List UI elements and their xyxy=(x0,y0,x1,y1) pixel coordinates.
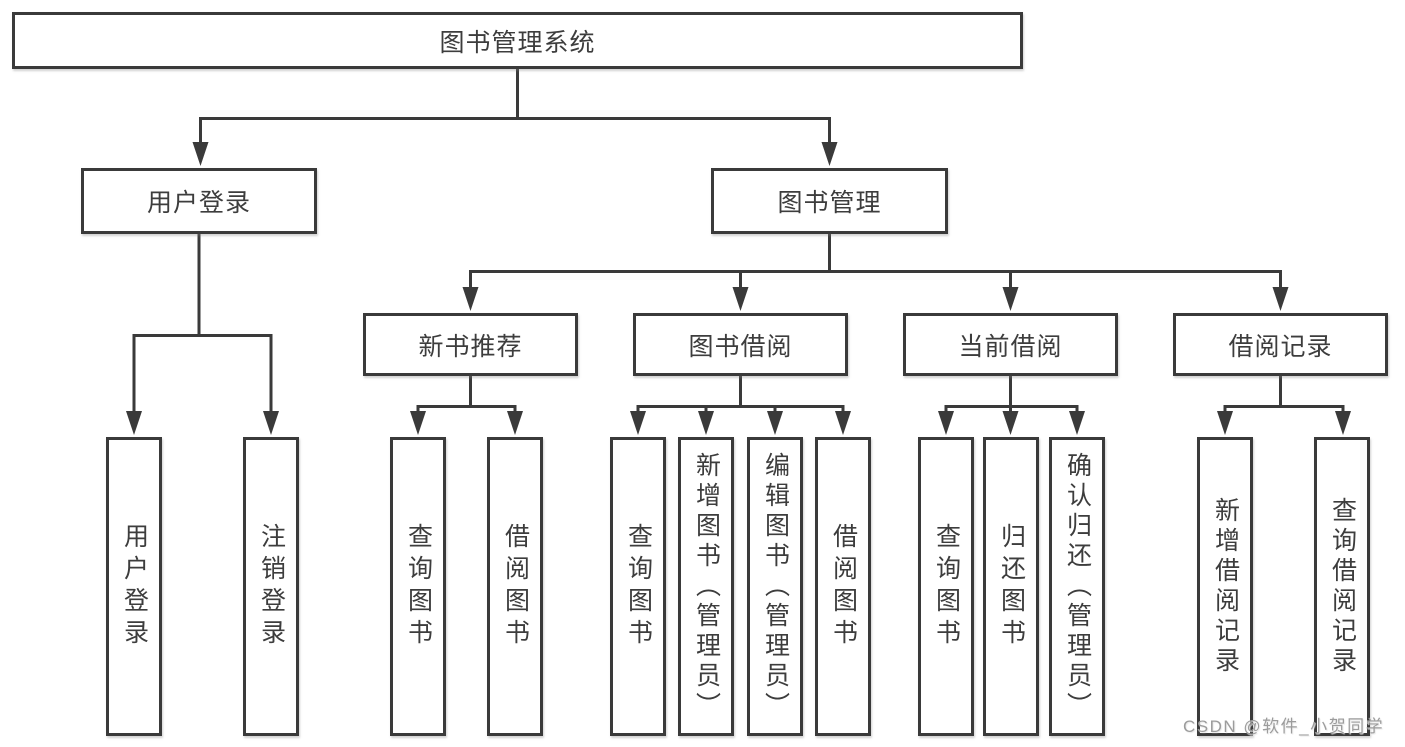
connector-book-mgmt-to-level3 xyxy=(462,234,1289,311)
connector-book-borrowing-children xyxy=(630,376,851,435)
arrowhead-user-login xyxy=(192,142,209,166)
node-label: 图书管理 xyxy=(777,189,882,217)
leaf-query-books-current: 查询图书 xyxy=(918,437,974,736)
leaf-confirm-return-admin: 确认归还（管理员） xyxy=(1049,437,1105,736)
leaf-add-borrow-record: 新增借阅记录 xyxy=(1197,437,1253,736)
leaf-user-login: 用户登录 xyxy=(106,437,162,736)
node-label: 借阅记录 xyxy=(1228,332,1333,361)
connector-current-borrowing-children xyxy=(938,376,1085,435)
leaf-label: 借阅图书 xyxy=(829,522,858,651)
leaf-borrow-books-borrowing: 借阅图书 xyxy=(815,437,871,736)
leaf-label: 查询图书 xyxy=(624,522,653,651)
arrowhead-book-management xyxy=(821,142,838,166)
leaf-add-books-admin: 新增图书（管理员） xyxy=(678,437,734,736)
leaf-label: 用户登录 xyxy=(120,522,149,651)
node-label: 新书推荐 xyxy=(418,332,523,361)
node-label: 当前借阅 xyxy=(958,332,1063,361)
node-book-borrowing: 图书借阅 xyxy=(633,313,848,376)
node-current-borrowing: 当前借阅 xyxy=(903,313,1118,376)
node-label: 用户登录 xyxy=(146,189,251,217)
node-root-system: 图书管理系统 xyxy=(12,12,1023,69)
arrowhead-leaf-user-login xyxy=(126,411,142,435)
leaf-label: 注销登录 xyxy=(257,522,286,651)
arrowhead-current-borrowing xyxy=(1002,287,1019,311)
leaf-label: 归还图书 xyxy=(997,522,1026,651)
leaf-edit-books-admin: 编辑图书（管理员） xyxy=(747,437,803,736)
connector-borrowing-records-children xyxy=(1217,376,1351,435)
leaf-label: 新增借阅记录 xyxy=(1211,496,1240,677)
node-label: 图书管理系统 xyxy=(439,28,596,57)
leaf-borrow-books-recommend: 借阅图书 xyxy=(487,437,543,736)
leaf-label: 查询图书 xyxy=(404,522,433,651)
watermark-text: CSDN @软件_小贺同学 xyxy=(1183,717,1385,736)
arrowhead-borrowing-records xyxy=(1272,287,1289,311)
leaf-label: 查询图书 xyxy=(932,522,961,651)
connector-root-to-level2 xyxy=(192,66,838,166)
leaf-query-borrow-record: 查询借阅记录 xyxy=(1314,437,1370,736)
leaf-query-books-borrowing: 查询图书 xyxy=(610,437,666,736)
node-borrowing-records: 借阅记录 xyxy=(1173,313,1388,376)
leaf-label: 借阅图书 xyxy=(501,522,530,651)
arrowhead-new-book xyxy=(462,287,479,311)
connector-user-login-children xyxy=(126,234,279,435)
leaf-logout: 注销登录 xyxy=(243,437,299,736)
leaf-return-books: 归还图书 xyxy=(983,437,1039,736)
node-new-book-recommendation: 新书推荐 xyxy=(363,313,578,376)
leaf-label: 编辑图书（管理员） xyxy=(761,451,790,722)
node-book-management: 图书管理 xyxy=(711,168,948,234)
leaf-label: 新增图书（管理员） xyxy=(692,451,721,722)
node-user-login: 用户登录 xyxy=(81,168,317,234)
leaf-label: 确认归还（管理员） xyxy=(1063,451,1092,722)
arrowhead-leaf-logout xyxy=(263,411,279,435)
node-label: 图书借阅 xyxy=(688,332,793,361)
connector-new-book-children xyxy=(410,376,523,435)
leaf-query-books-recommend: 查询图书 xyxy=(390,437,446,736)
arrowhead-book-borrowing xyxy=(732,287,749,311)
leaf-label: 查询借阅记录 xyxy=(1328,496,1357,677)
